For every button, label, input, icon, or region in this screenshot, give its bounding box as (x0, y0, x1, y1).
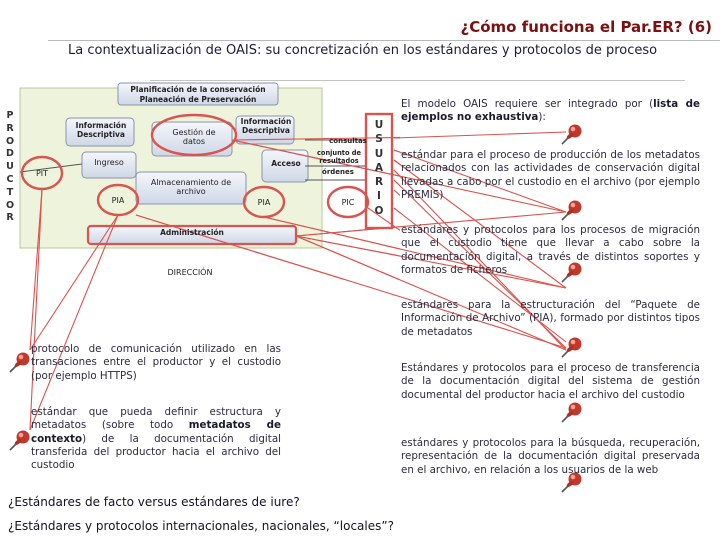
right-text-transfer: Estándares y protocolos para el proceso … (401, 362, 700, 401)
right-text-migration: estándares y protocolos para los proceso… (401, 224, 700, 276)
left-text-protocol: protocolo de comunicación utilizado en l… (31, 343, 281, 382)
right-text-search: estándares y protocolos para la búsqueda… (401, 437, 700, 476)
subtitle-divider (150, 80, 685, 81)
oais-diagram (19, 82, 400, 280)
connector-overlay (29, 131, 567, 431)
planning-box (117, 82, 279, 106)
data-management-label: Gestión de datos (172, 128, 216, 146)
page-subtitle: La contextualización de OAIS: su concret… (68, 43, 658, 58)
administration-highlight (86, 224, 298, 246)
ingest-label: Ingreso (94, 158, 124, 167)
page-title: ¿Cómo funciona el Par.ER? (6) (460, 18, 713, 36)
result-set-label: conjunto de resultados (317, 149, 361, 165)
pushpin-icon (558, 260, 586, 286)
right-text-premis: estándar para el proceso de producción d… (401, 149, 700, 201)
archival-storage-label: Almacenamiento de archivo (150, 178, 232, 196)
archival-storage-box (135, 171, 247, 205)
preservation-plan-label: Planeación de Preservación (139, 95, 257, 104)
pushpin-icon (558, 400, 586, 426)
pia-left-label: PIA (111, 196, 125, 205)
planning-label: Planificación de la conservación (130, 85, 266, 94)
ingest-box (81, 151, 137, 179)
pushpin-icon (558, 470, 586, 496)
pic-highlight (326, 185, 370, 219)
administration-label: Administración (160, 228, 224, 237)
question-defacto: ¿Estándares de facto versus estándares d… (8, 495, 300, 509)
question-international: ¿Estándares y protocolos internacionales… (8, 519, 394, 533)
pushpin-icon (558, 122, 586, 148)
pushpin-icon (6, 350, 34, 376)
title-divider (48, 40, 720, 41)
pushpin-icon (6, 428, 34, 454)
pushpin-icon (558, 335, 586, 361)
management-label: DIRECCIÓN (167, 268, 213, 277)
pia-right-label: PIA (257, 198, 271, 207)
descriptive-info-right-label: Información Descriptiva (240, 117, 292, 135)
access-label: Acceso (271, 159, 301, 168)
pit-label: PIT (35, 169, 49, 178)
right-text-intro: El modelo OAIS requiere ser integrado po… (401, 98, 700, 124)
left-text-metadata: estándar que pueda definir estructura y … (31, 406, 282, 472)
right-text-pia: estándares para la estructuración del “P… (401, 299, 700, 338)
descriptive-info-left-box (65, 117, 135, 147)
orders-label: órdenes (322, 168, 354, 176)
queries-label: consultas (329, 137, 367, 145)
descriptive-info-left-label: Información Descriptiva (75, 121, 127, 139)
user-highlight (364, 112, 394, 230)
data-management-highlight (150, 113, 238, 157)
pushpin-icon (558, 198, 586, 224)
pic-label: PIC (341, 198, 355, 207)
